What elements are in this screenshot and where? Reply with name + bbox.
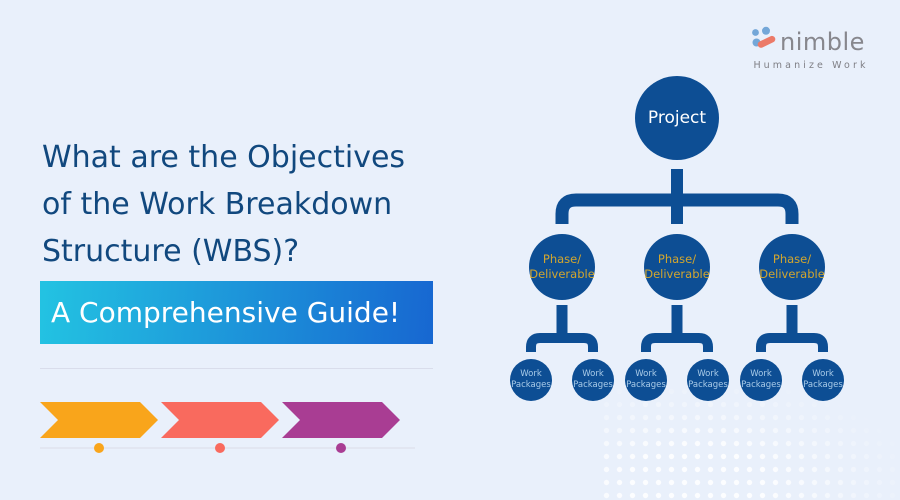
phase-node — [759, 234, 825, 300]
halftone-dot-pattern — [600, 385, 900, 500]
logo-tagline: Humanize Work — [753, 60, 869, 71]
subtitle-banner: A Comprehensive Guide! — [40, 281, 433, 344]
project-node-label: Project — [647, 108, 707, 128]
connector-line — [526, 333, 598, 352]
logo-wordmark: nimble — [780, 28, 865, 56]
title-line-1: What are the Objectives — [42, 140, 406, 175]
phase-node-label: Phase/ Deliverable — [759, 252, 825, 281]
work-package-node — [572, 359, 614, 401]
page-title: What are the Objectives of the Work Brea… — [42, 134, 442, 275]
title-line-2: of the Work Breakdown — [42, 187, 393, 222]
logo-row: nimble — [748, 26, 874, 58]
subtitle-text: A Comprehensive Guide! — [51, 296, 401, 329]
title-line-3: Structure (WBS)? — [42, 234, 300, 269]
phase-node — [529, 234, 595, 300]
phase-node-label: Phase/ Deliverable — [529, 252, 595, 281]
timeline-dot-orange — [94, 443, 104, 453]
work-package-label: Work Packages — [511, 369, 551, 390]
timeline-dot-coral — [215, 443, 225, 453]
work-package-label: Work Packages — [626, 369, 666, 390]
connector-line — [641, 333, 713, 352]
work-package-label: Work Packages — [688, 369, 728, 390]
phase-node — [644, 234, 710, 300]
connector-line — [555, 193, 799, 224]
nimble-logo: nimble Humanize Work — [748, 26, 874, 71]
work-package-node — [802, 359, 844, 401]
work-package-node — [510, 359, 552, 401]
work-package-node — [625, 359, 667, 401]
arrow-chevron-magenta — [282, 402, 400, 438]
phase-node-label: Phase/ Deliverable — [644, 252, 710, 281]
work-package-label: Work Packages — [741, 369, 781, 390]
arrow-chevron-orange — [40, 402, 158, 438]
work-package-label: Work Packages — [803, 369, 843, 390]
timeline-dot-magenta — [336, 443, 346, 453]
work-package-node — [687, 359, 729, 401]
work-package-label: Work Packages — [573, 369, 613, 390]
project-node — [635, 76, 719, 160]
work-package-node — [740, 359, 782, 401]
nimble-logo-icon — [752, 26, 776, 48]
connector-line — [756, 333, 828, 352]
process-arrows — [40, 402, 415, 453]
arrow-chevron-coral — [161, 402, 279, 438]
divider-line — [40, 368, 433, 369]
